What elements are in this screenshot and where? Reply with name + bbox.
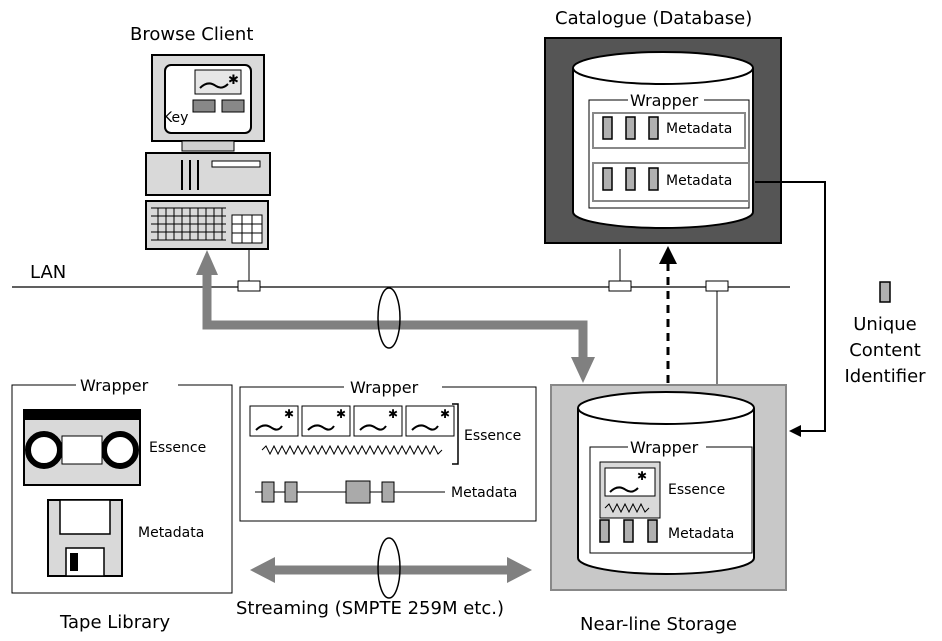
metadata-packet bbox=[284, 481, 298, 503]
browse-client-title: Browse Client bbox=[130, 24, 253, 45]
lan-network: LAN bbox=[12, 249, 790, 385]
identifier-legend-line-2: Content bbox=[849, 340, 921, 361]
lan-connector-nearline bbox=[705, 280, 729, 292]
identifier-legend: Unique Content Identifier bbox=[844, 281, 926, 387]
svg-text:✱: ✱ bbox=[336, 407, 346, 421]
streaming-metadata-label: Metadata bbox=[451, 485, 517, 501]
svg-text:✱: ✱ bbox=[388, 407, 398, 421]
browse-flow-arrowhead-down bbox=[571, 357, 595, 383]
tape-library: Wrapper Essence Metadata Tape Library bbox=[11, 375, 233, 633]
video-frame-icon bbox=[249, 405, 299, 437]
lan-connector-client bbox=[237, 280, 261, 292]
screen-button-2 bbox=[221, 99, 245, 113]
catalogue-metadata-row-2 bbox=[592, 162, 750, 202]
tape-library-title: Tape Library bbox=[59, 612, 171, 633]
stream-bundle-ring bbox=[377, 537, 401, 599]
metadata-packet bbox=[381, 481, 395, 503]
identifier-icon bbox=[599, 519, 610, 543]
lan-label: LAN bbox=[30, 262, 66, 283]
lan-connector-catalogue bbox=[608, 280, 632, 292]
catalogue-metadata-label-2: Metadata bbox=[666, 173, 732, 189]
network-bundle-ring bbox=[377, 287, 401, 349]
identifier-icon bbox=[648, 167, 659, 191]
catalogue-metadata-label-1: Metadata bbox=[666, 121, 732, 137]
identifier-icon bbox=[647, 519, 658, 543]
tape-essence-label: Essence bbox=[149, 440, 206, 456]
streaming-essence-label: Essence bbox=[464, 428, 521, 444]
floppy-disk-icon bbox=[47, 499, 123, 577]
computer-base-unit bbox=[145, 152, 271, 196]
identifier-legend-line-1: Unique bbox=[853, 314, 917, 335]
nearline-storage: Wrapper ✱ Essence Metadata Near-line Sto… bbox=[550, 384, 787, 635]
identifier-icon bbox=[602, 116, 613, 140]
svg-text:✱: ✱ bbox=[284, 407, 294, 421]
identifier-link-arrow bbox=[755, 181, 826, 437]
browse-client: Browse Client ✱ Key bbox=[130, 24, 271, 250]
nearline-title: Near-line Storage bbox=[580, 614, 737, 635]
identifier-icon bbox=[625, 116, 636, 140]
streaming-title: Streaming (SMPTE 259M etc.) bbox=[236, 598, 504, 619]
identifier-icon bbox=[602, 167, 613, 191]
identifier-icon bbox=[648, 116, 659, 140]
video-frame-icon bbox=[405, 405, 455, 437]
identifier-legend-line-3: Identifier bbox=[844, 366, 926, 387]
identifier-legend-icon bbox=[879, 281, 891, 303]
catalogue-title: Catalogue (Database) bbox=[555, 8, 752, 29]
catalogue-wrapper-label: Wrapper bbox=[630, 91, 699, 110]
tape-metadata-label: Metadata bbox=[138, 525, 204, 541]
browse-flow-arrowhead-up bbox=[196, 250, 218, 275]
identifier-icon bbox=[625, 167, 636, 191]
video-cassette-icon bbox=[23, 409, 141, 486]
streaming: Wrapper ✱ ✱ ✱ ✱ Essence Metadata Streami… bbox=[236, 377, 537, 619]
screen-button-1 bbox=[192, 99, 216, 113]
streaming-arrowhead-left bbox=[250, 557, 275, 583]
video-frame-icon bbox=[301, 405, 351, 437]
svg-text:✱: ✱ bbox=[228, 73, 239, 88]
nearline-metadata-label: Metadata bbox=[668, 526, 734, 542]
svg-text:✱: ✱ bbox=[440, 407, 450, 421]
metadata-packet bbox=[261, 481, 275, 503]
video-frame-icon bbox=[353, 405, 403, 437]
essence-frames: ✱ ✱ ✱ ✱ bbox=[249, 405, 455, 456]
catalogue-database: Catalogue (Database) Wrapper Metadata Me… bbox=[544, 8, 782, 244]
tape-library-wrapper-label: Wrapper bbox=[80, 376, 149, 395]
nearline-essence-label: Essence bbox=[668, 482, 725, 498]
metadata-packet bbox=[345, 480, 371, 504]
keyframe-thumbnail-icon bbox=[194, 69, 242, 95]
streaming-arrowhead-right bbox=[507, 557, 532, 583]
key-label: Key bbox=[163, 110, 188, 126]
browse-flow-arrow bbox=[202, 270, 588, 360]
catalogue-metadata-row-1 bbox=[592, 112, 746, 149]
svg-text:✱: ✱ bbox=[637, 469, 647, 483]
identifier-icon bbox=[623, 519, 634, 543]
audio-waveform bbox=[261, 444, 443, 456]
nearline-wrapper-label: Wrapper bbox=[630, 438, 699, 457]
streaming-wrapper-label: Wrapper bbox=[350, 378, 419, 397]
nearline-cylinder bbox=[577, 408, 755, 575]
